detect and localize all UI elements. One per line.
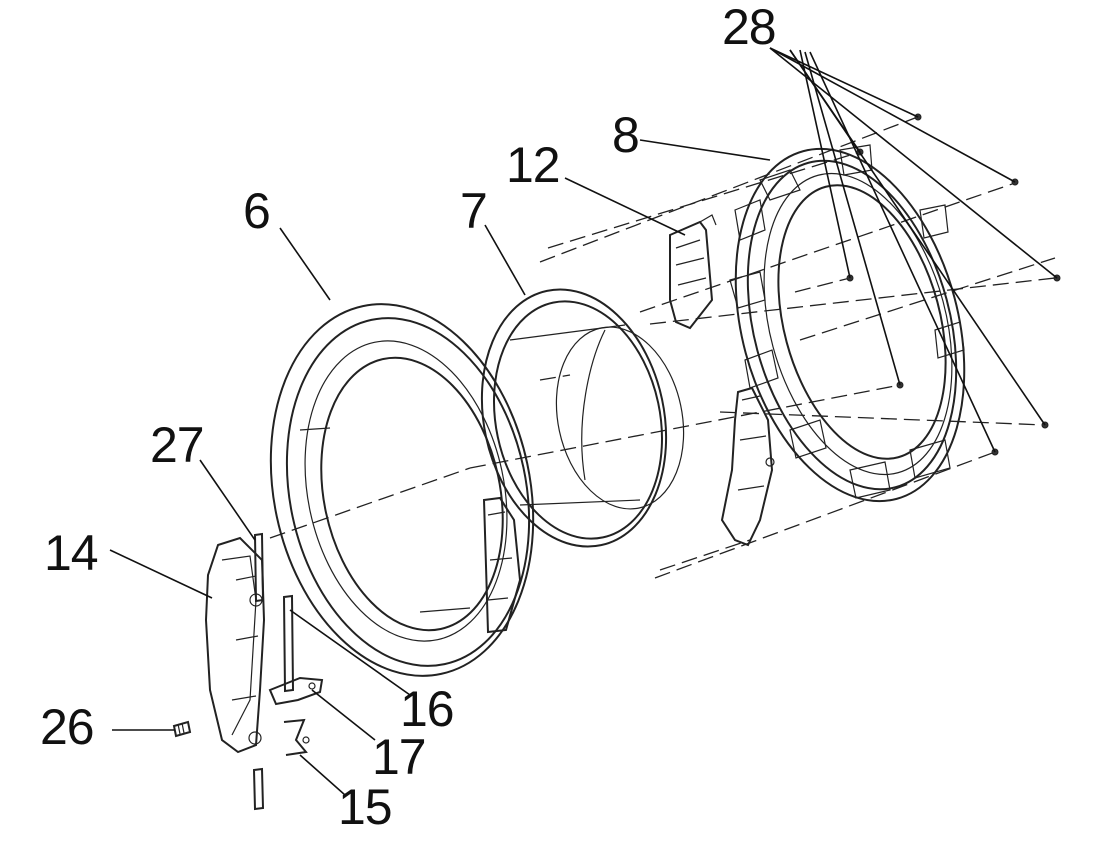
- label-16: 16: [400, 681, 455, 737]
- hinge-bracket: [669, 214, 717, 330]
- door-inner-ring: [729, 144, 966, 503]
- door-handle: [204, 536, 266, 754]
- lever-17: [268, 676, 324, 706]
- leader-lines: [109, 47, 1058, 796]
- pin-bottom: [252, 767, 265, 811]
- label-26: 26: [40, 699, 95, 755]
- label-8: 8: [612, 107, 640, 163]
- screw-26: [172, 720, 192, 738]
- door-glass-bowl: [480, 288, 685, 548]
- pin-16: [282, 594, 295, 693]
- pin-27: [253, 532, 265, 603]
- door-outer-frame: [269, 303, 535, 677]
- label-14: 14: [44, 525, 99, 581]
- label-12: 12: [506, 137, 561, 193]
- label-15: 15: [338, 779, 393, 835]
- label-17: 17: [372, 729, 427, 785]
- label-28: 28: [722, 0, 777, 55]
- label-27: 27: [150, 417, 205, 473]
- spring-15: [283, 718, 310, 756]
- inner-handle-part: [720, 386, 775, 547]
- label-7: 7: [460, 183, 488, 239]
- label-6: 6: [243, 183, 271, 239]
